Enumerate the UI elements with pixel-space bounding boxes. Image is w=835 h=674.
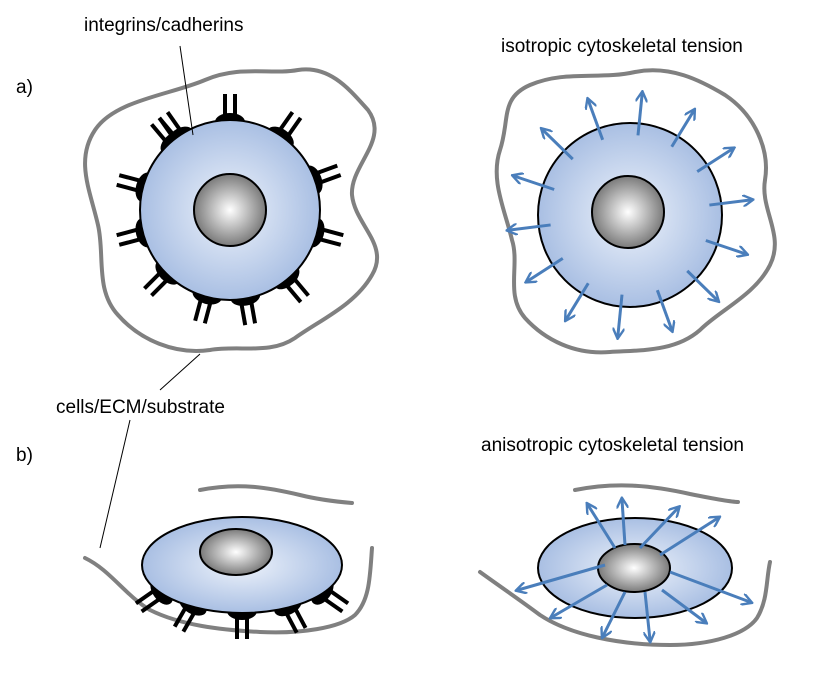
- receptor-stem: [157, 116, 175, 139]
- receptor-stem: [291, 275, 310, 297]
- leader-line-ecm-top: [159, 353, 201, 391]
- substrate-bottom-b-right: [478, 560, 772, 648]
- ecm-outline-a-left: [83, 67, 380, 353]
- tension-arrow-10: [509, 225, 551, 230]
- tension-arrow-b8: [552, 583, 608, 617]
- tension-arrow-b0: [588, 505, 617, 549]
- receptor-stem: [285, 116, 303, 139]
- tension-arrow-7: [618, 294, 622, 337]
- receptor-stem: [150, 277, 170, 297]
- receptor-stem: [223, 94, 227, 118]
- receptor-stem: [277, 110, 295, 133]
- label-panel-b: b): [16, 445, 33, 466]
- nucleus-a-right: [591, 175, 665, 249]
- tension-arrow-b1: [622, 500, 625, 546]
- receptor-stem: [319, 227, 344, 238]
- receptor-stem: [202, 299, 213, 324]
- label-anisotropic-tension: anisotropic cytoskeletal tension: [481, 435, 744, 456]
- receptor-stem: [248, 299, 258, 324]
- tension-arrow-9: [527, 257, 564, 281]
- receptor-stem: [193, 297, 204, 322]
- receptor-stem: [317, 173, 342, 186]
- label-panel-a: a): [16, 77, 33, 98]
- tension-arrow-13: [588, 100, 605, 141]
- tension-arrow-8: [566, 282, 590, 319]
- receptor-stem: [165, 110, 183, 133]
- nucleus-a-left: [193, 173, 267, 247]
- tension-arrow-11: [514, 176, 555, 191]
- label-cells-ecm-substrate: cells/ECM/substrate: [56, 397, 225, 418]
- tension-arrow-b9: [518, 563, 606, 590]
- ecm-outline-a-right: [494, 68, 777, 355]
- tension-arrow-b3: [659, 518, 718, 557]
- receptor-stem: [134, 587, 157, 605]
- substrate-bottom-b-left: [83, 546, 374, 635]
- substrate-top-b-right: [573, 483, 740, 504]
- receptor-stem: [118, 236, 143, 247]
- receptor-stem: [118, 173, 143, 184]
- receptor-stem: [143, 270, 163, 290]
- leader-line-ecm-bottom: [99, 419, 131, 549]
- tension-arrow-12: [543, 130, 574, 161]
- receptor-stem: [235, 615, 239, 639]
- tension-arrow-b5: [661, 588, 705, 622]
- receptor-stem: [150, 123, 169, 145]
- receptor-stem: [283, 610, 299, 634]
- label-isotropic-tension: isotropic cytoskeletal tension: [501, 36, 743, 57]
- tension-arrows-isotropic: [509, 94, 751, 337]
- receptor-stem: [140, 596, 163, 614]
- receptor-stem: [181, 609, 198, 633]
- tension-arrows-anisotropic: [518, 500, 750, 640]
- tension-arrow-1: [670, 111, 694, 148]
- receptor-stem: [172, 604, 189, 628]
- label-integrins-cadherins: integrins/cadherins: [84, 15, 244, 36]
- receptor-stem: [317, 236, 342, 247]
- receptor-stem: [239, 301, 248, 326]
- receptor-stem: [283, 282, 303, 304]
- tension-arrow-b7: [603, 591, 627, 636]
- tension-arrow-b2: [638, 508, 678, 550]
- nucleus-b-right: [597, 543, 671, 593]
- receptor-stem: [116, 227, 141, 238]
- receptor-stem: [116, 182, 141, 193]
- receptor-stem: [292, 605, 308, 629]
- tension-arrow-0: [638, 94, 642, 136]
- receptor-stem: [321, 596, 344, 614]
- tension-arrow-4: [705, 239, 746, 253]
- tension-arrow-3: [709, 200, 751, 205]
- substrate-top-b-left: [198, 484, 354, 505]
- leader-line-integrins: [179, 45, 194, 136]
- tension-arrow-5: [686, 269, 717, 300]
- tension-arrow-b4: [669, 570, 750, 602]
- nucleus-b-left: [199, 528, 273, 576]
- receptor-stem: [233, 94, 237, 118]
- tension-arrow-6: [655, 289, 671, 329]
- receptor-stem: [245, 615, 249, 639]
- receptor-stem: [327, 587, 350, 605]
- tension-arrow-b6: [645, 591, 650, 640]
- receptor-stem: [314, 163, 338, 176]
- tension-arrow-2: [696, 149, 732, 173]
